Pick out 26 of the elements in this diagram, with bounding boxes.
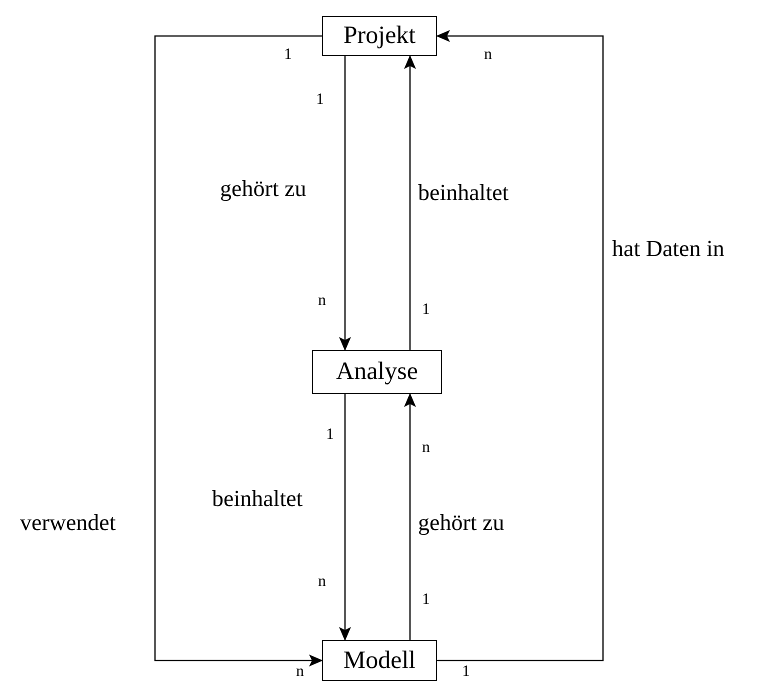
cardinality-label: 1: [422, 592, 430, 608]
cardinality-label: 1: [462, 664, 470, 680]
cardinality-label: 1: [326, 427, 334, 443]
entity-box: Projekt: [322, 16, 437, 56]
arrow: [404, 393, 416, 640]
entity-box: Modell: [322, 640, 437, 681]
cardinality-label: 1: [316, 92, 324, 108]
edge-label: hat Daten in: [612, 236, 724, 262]
edge-label: gehört zu: [418, 510, 504, 536]
arrow: [154, 35, 323, 666]
edge-label: beinhaltet: [418, 180, 509, 206]
cardinality-label: 1: [422, 302, 430, 318]
entity-box: Analyse: [312, 350, 442, 394]
arrow: [339, 56, 351, 351]
edge-label: verwendet: [20, 510, 116, 536]
cardinality-label: n: [296, 664, 304, 680]
cardinality-label: 1: [284, 47, 292, 63]
cardinality-label: n: [318, 574, 326, 590]
cardinality-label: n: [422, 440, 430, 456]
arrow: [436, 30, 604, 662]
arrow: [404, 55, 416, 350]
cardinality-label: n: [318, 293, 326, 309]
arrow: [339, 394, 351, 641]
cardinality-label: n: [484, 47, 492, 63]
edge-label: gehört zu: [220, 176, 306, 202]
edge-label: beinhaltet: [212, 486, 303, 512]
